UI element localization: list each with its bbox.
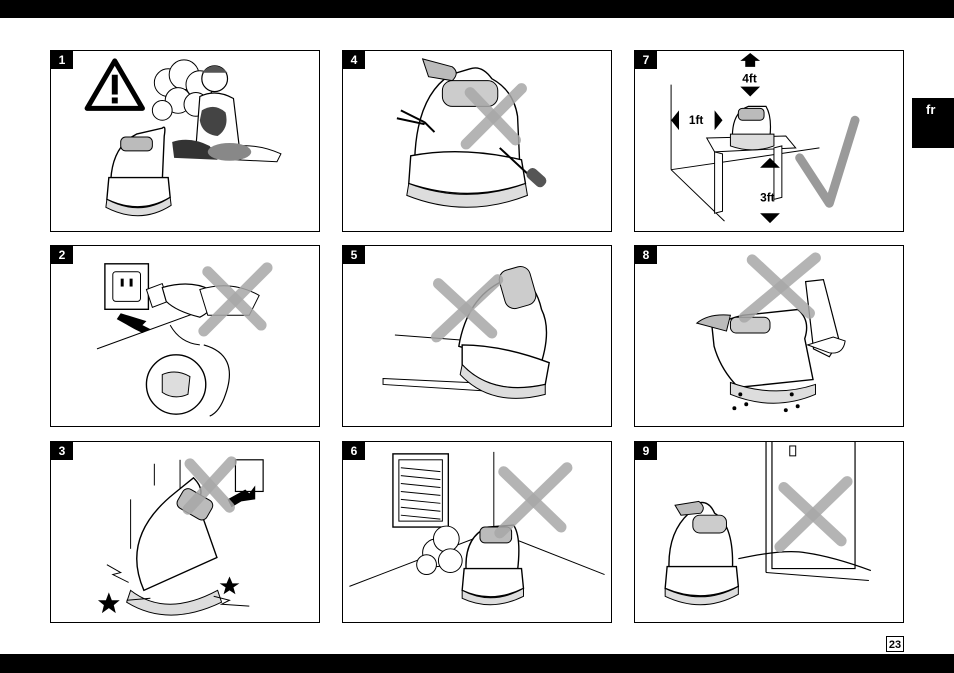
clearance-side-label: 1ft [689,113,704,127]
arrow-icon [117,313,151,333]
clearance-bottom-label: 3ft [760,190,775,204]
illustration-cord-under-door [635,442,903,622]
panel-1: 1 [50,50,320,232]
star-icon [98,592,120,613]
panel-number: 3 [51,442,73,460]
panel-3: 3 [50,441,320,623]
illustration-child-steam [51,51,319,231]
arrow-left-icon [671,110,679,130]
illustration-unplug-wet-hands [51,246,319,426]
clearance-top-label: 4ft [742,72,757,86]
panel-6: 6 [342,441,612,623]
arrow-up-icon [740,53,760,67]
vent-icon [393,454,448,527]
arrow-down-icon [740,87,760,97]
panel-number: 4 [343,51,365,69]
panel-5: 5 [342,245,612,427]
checkmark-icon [800,120,855,203]
bottom-bar [0,654,954,673]
panel-9: 9 [634,441,904,623]
panel-number: 7 [635,51,657,69]
panel-number: 5 [343,246,365,264]
cross-icon [500,468,567,533]
power-cord-icon [738,552,871,571]
panel-7: 7 4ft 1ft 3ft [634,50,904,232]
illustration-uneven-surface [343,246,611,426]
star-icon [220,577,240,595]
panel-number: 1 [51,51,73,69]
panel-2: 2 [50,245,320,427]
cross-icon [780,482,847,547]
cross-icon [744,258,815,317]
door-handle-icon [790,446,796,456]
arrow-down-icon [760,213,780,223]
illustration-no-tools [343,51,611,231]
panel-number: 6 [343,442,365,460]
illustration-away-from-vent [343,442,611,622]
arrow-right-icon [715,110,723,130]
page-number: 23 [886,636,904,652]
humidifier-icon [111,127,165,181]
panel-number: 2 [51,246,73,264]
panel-8: 8 [634,245,904,427]
illustration-clearance-distances: 4ft 1ft 3ft [635,51,903,231]
language-tab: fr [912,98,954,148]
wall-outlet-icon [235,460,263,492]
panel-number: 8 [635,246,657,264]
panel-4: 4 [342,50,612,232]
illustration-falling-unit [51,442,319,622]
panel-number: 9 [635,442,657,460]
top-bar [0,0,954,18]
illustration-do-not-tip-over [635,246,903,426]
